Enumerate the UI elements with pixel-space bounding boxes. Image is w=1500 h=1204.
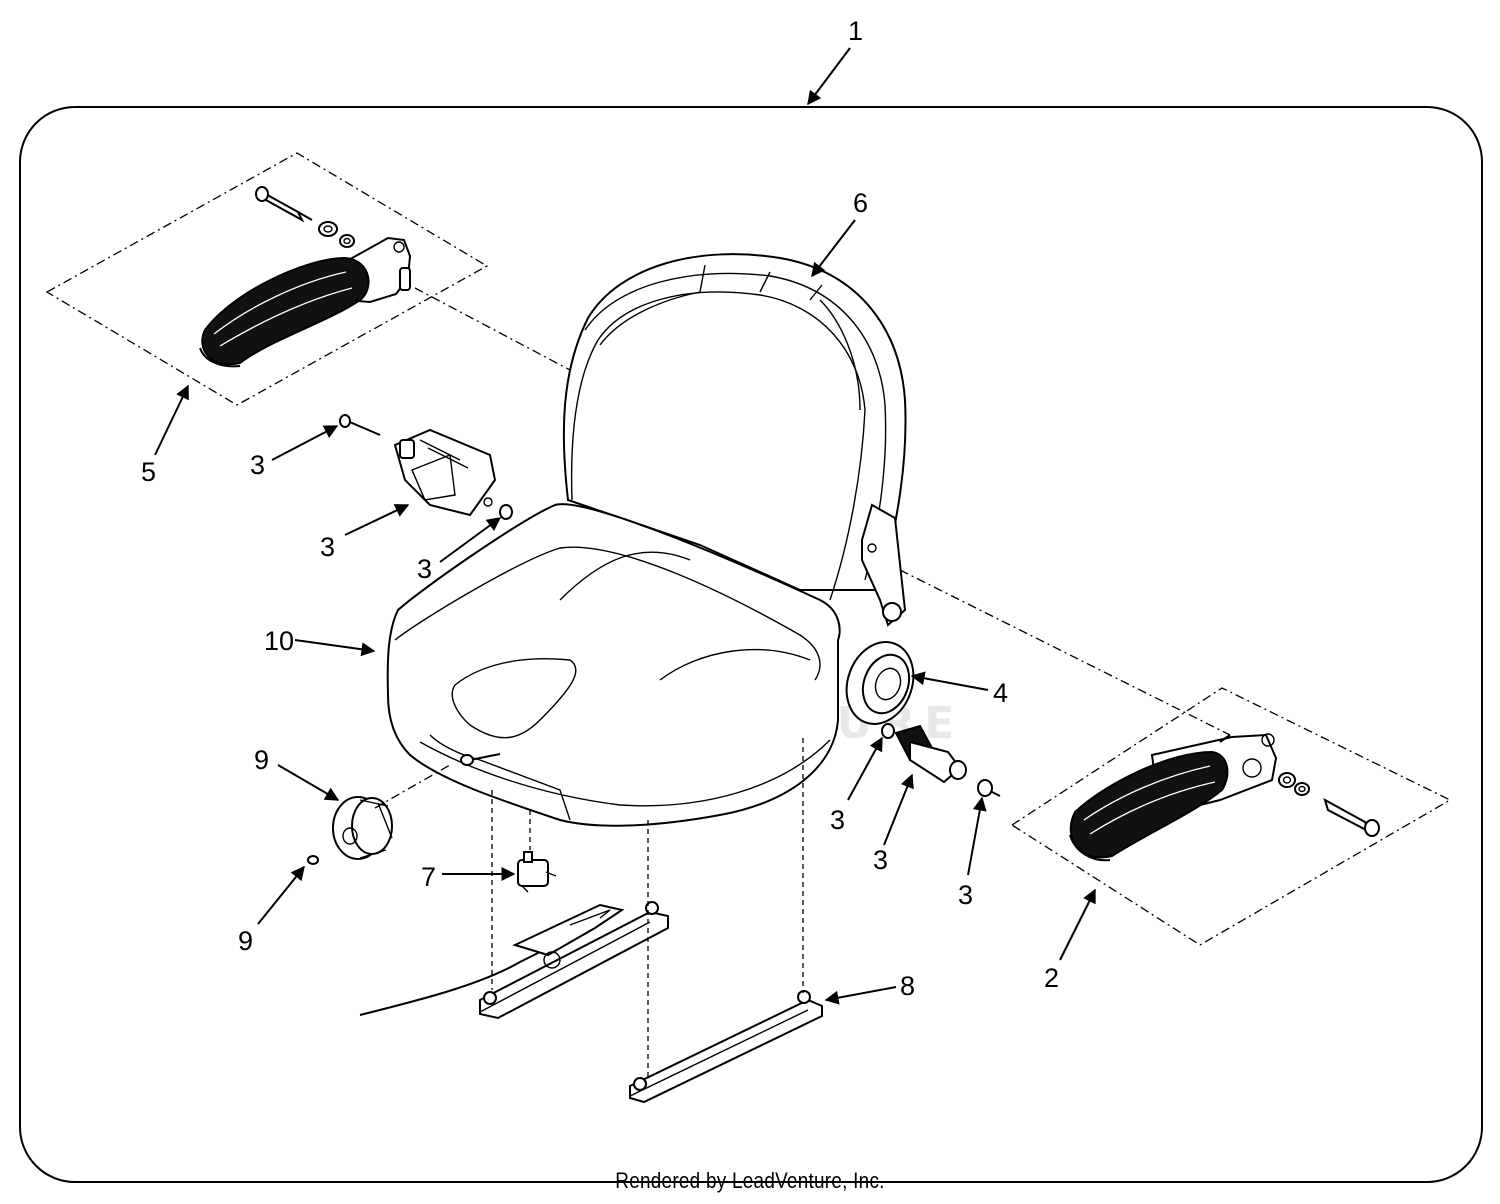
callout-3b: 3 bbox=[320, 532, 335, 562]
callout-6: 6 bbox=[853, 188, 868, 218]
right-armrest-group bbox=[899, 569, 1452, 946]
seat-hinge-bracket bbox=[861, 503, 907, 627]
seat-slide-rails bbox=[359, 738, 823, 1104]
callout-3f: 3 bbox=[958, 880, 973, 910]
callout-labels: 1 2 3 3 3 3 3 3 4 5 6 7 8 9 9 10 bbox=[141, 16, 1059, 1001]
callout-3a: 3 bbox=[250, 450, 265, 480]
callout-8: 8 bbox=[900, 971, 915, 1001]
seat-cushion bbox=[386, 503, 841, 827]
callout-3c: 3 bbox=[417, 554, 432, 584]
leader-arrows bbox=[154, 47, 1096, 1005]
callout-4: 4 bbox=[993, 678, 1008, 708]
callout-3e: 3 bbox=[873, 845, 888, 875]
callout-9a: 9 bbox=[254, 745, 269, 775]
callout-3d: 3 bbox=[830, 805, 845, 835]
callout-1: 1 bbox=[848, 16, 863, 46]
seat-backrest bbox=[562, 253, 907, 601]
callout-5: 5 bbox=[141, 457, 156, 487]
assembly-frame bbox=[19, 106, 1483, 1183]
adjuster-knob-nut bbox=[307, 753, 501, 865]
callout-2: 2 bbox=[1044, 963, 1059, 993]
seat-latch-right bbox=[881, 723, 1001, 797]
seat-switch-left bbox=[339, 414, 513, 520]
seat-adjust-knob bbox=[845, 641, 915, 725]
callout-7: 7 bbox=[421, 862, 436, 892]
footer-credit: Rendered by LeadVenture, Inc. bbox=[615, 1168, 885, 1193]
callout-9b: 9 bbox=[238, 926, 253, 956]
seat-switch-7 bbox=[517, 851, 557, 893]
callout-10: 10 bbox=[264, 626, 294, 656]
left-armrest-group bbox=[45, 152, 571, 406]
